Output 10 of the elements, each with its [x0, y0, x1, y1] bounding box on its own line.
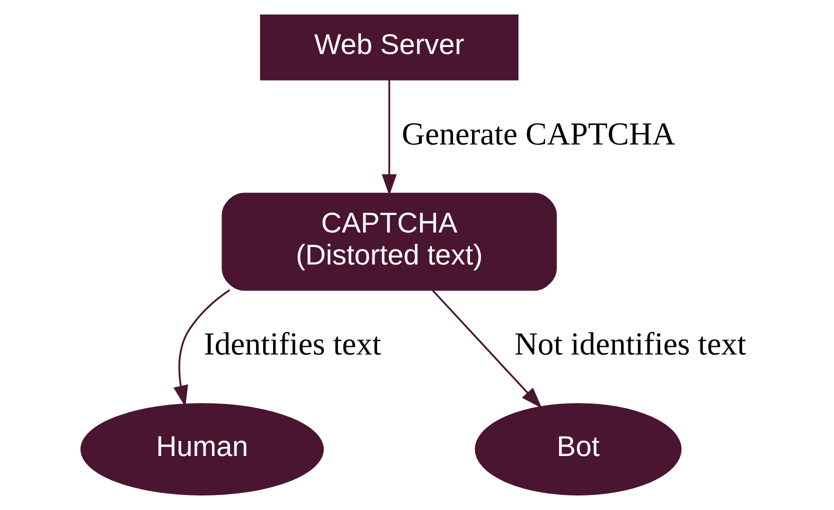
edge-label: Generate CAPTCHA — [402, 115, 676, 152]
edge-label: Identifies text — [204, 326, 382, 362]
arrow — [432, 290, 542, 408]
arrow — [173, 289, 230, 407]
edge-label: Not identifies text — [514, 326, 746, 362]
node-box: CAPTCHA (Distorted text) — [222, 192, 557, 291]
node-ellipse: Human — [80, 403, 324, 496]
node-box: Web Server — [260, 14, 518, 80]
arrow — [382, 80, 397, 196]
node-ellipse: Bot — [474, 403, 682, 496]
